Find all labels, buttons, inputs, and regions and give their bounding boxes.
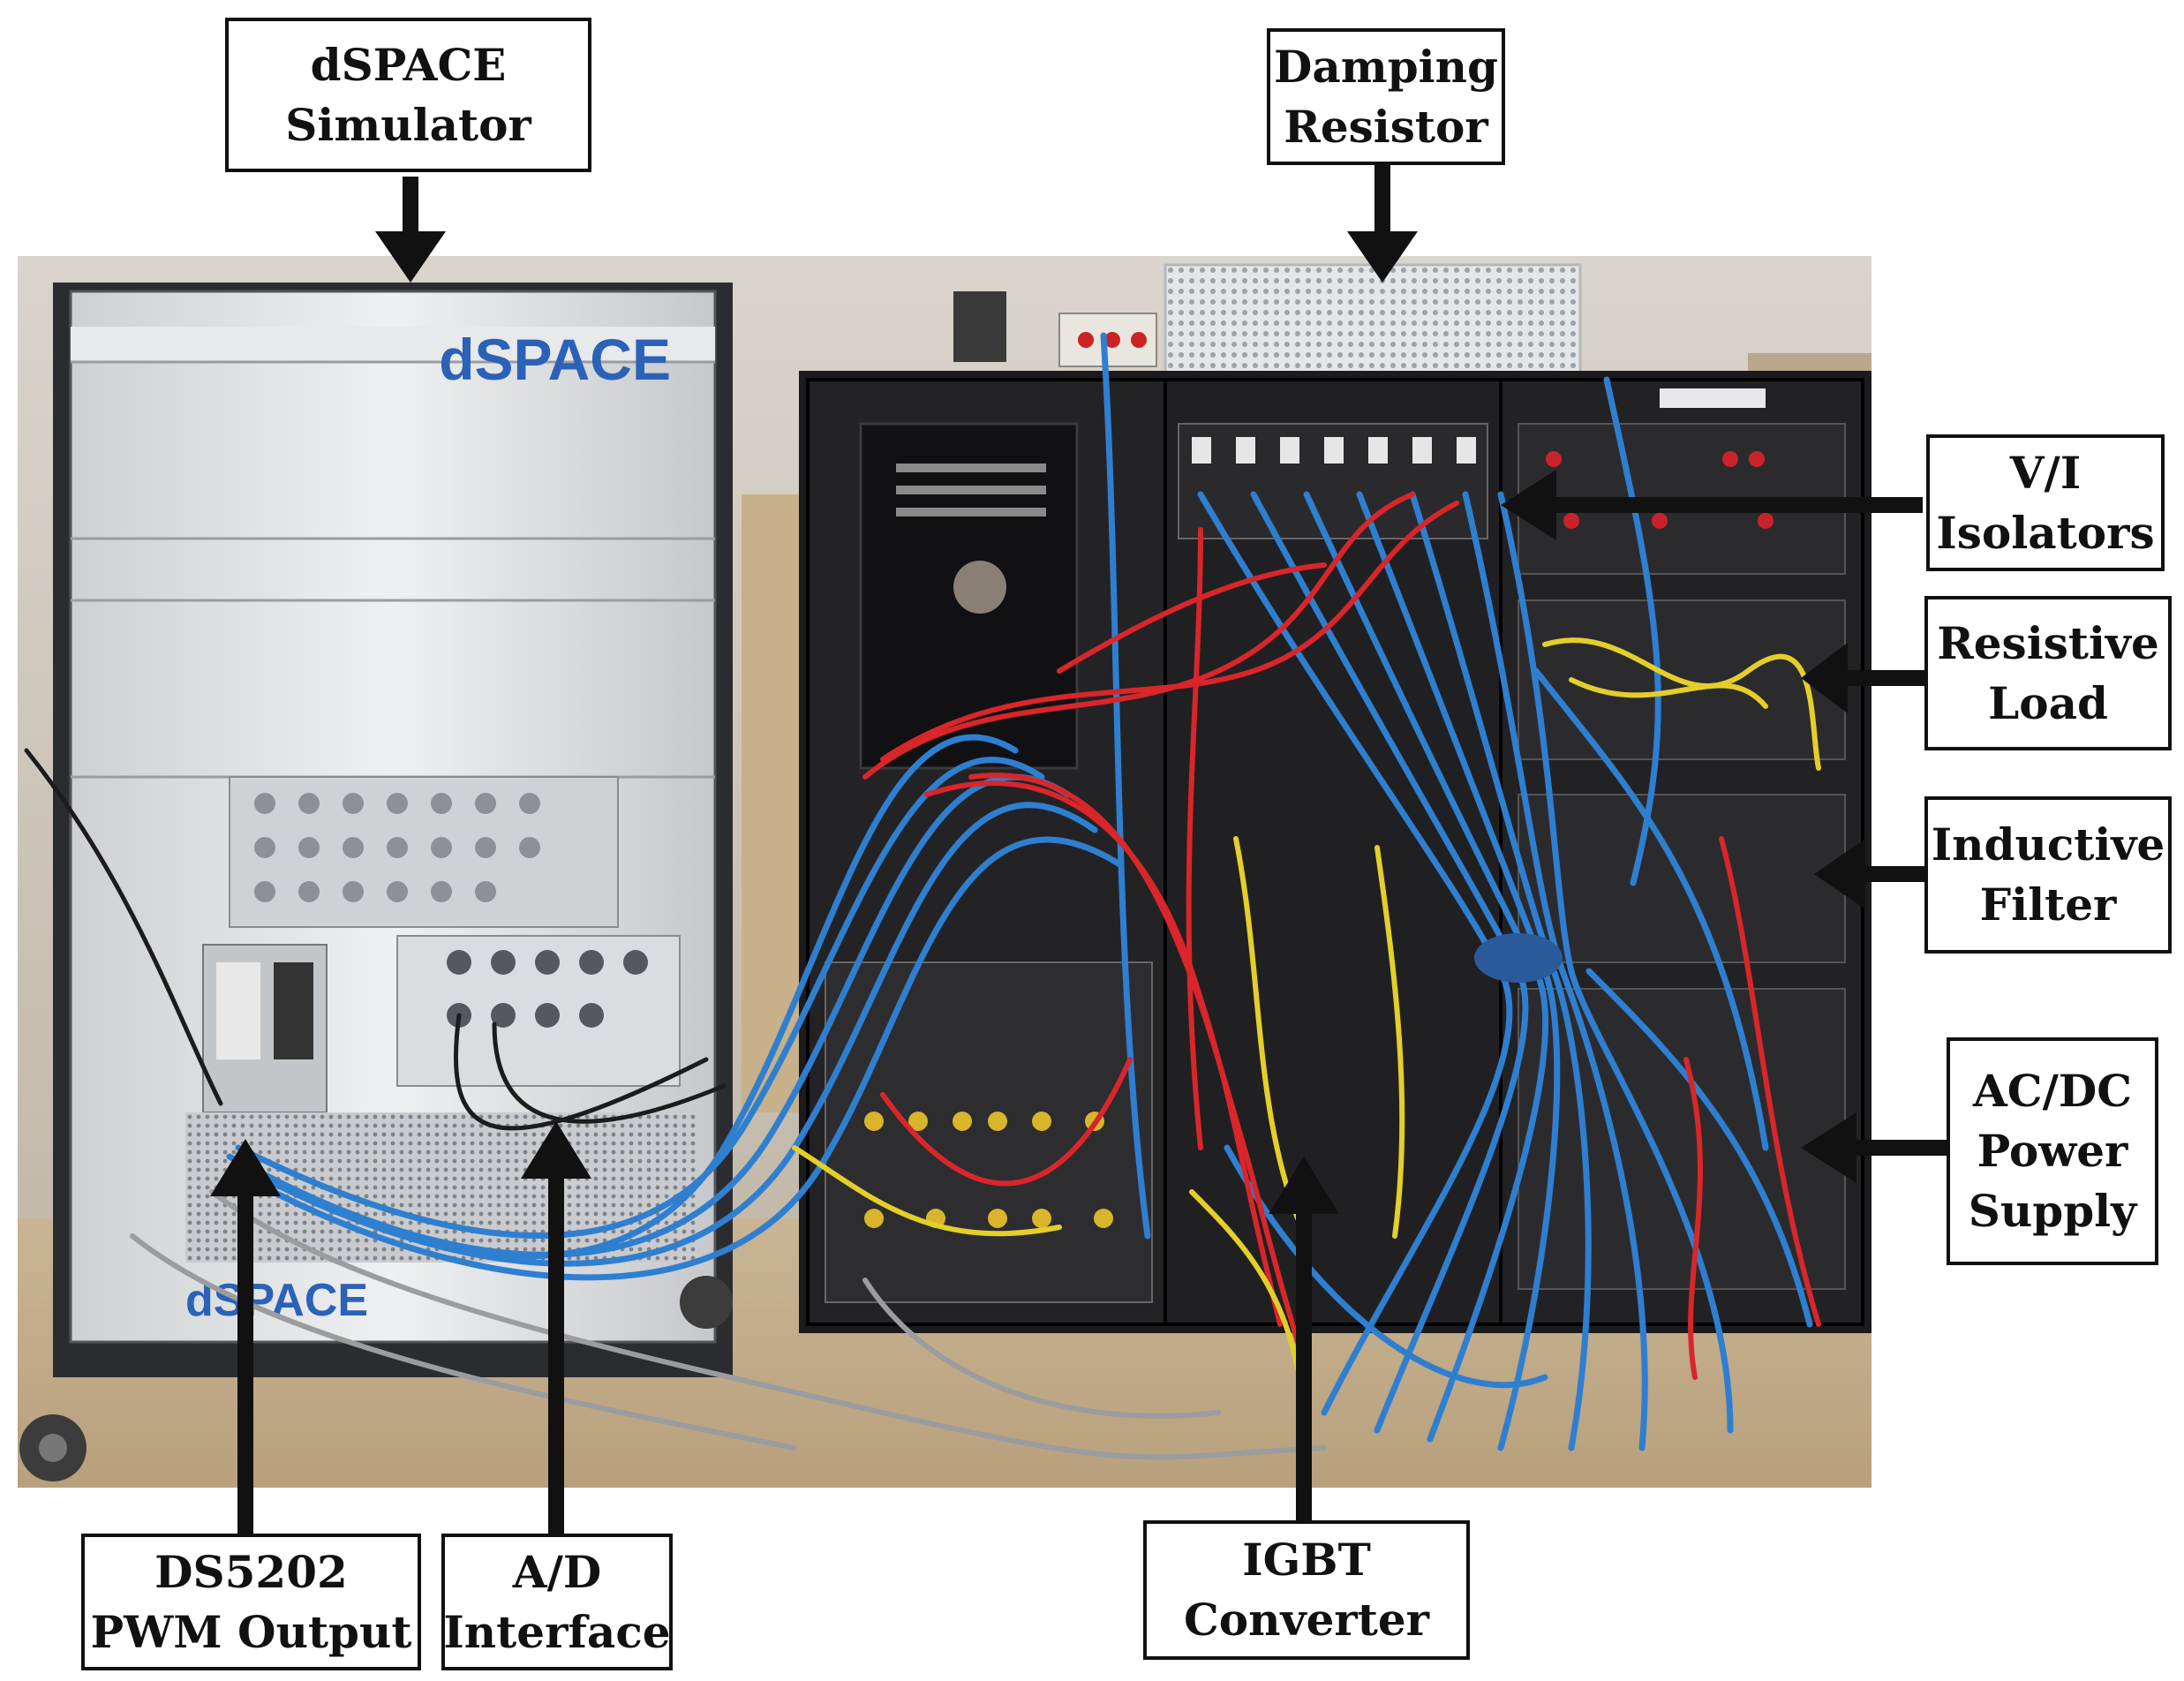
arrow-ad-interface: [521, 1121, 591, 1536]
label-inductive-filter: Inductive Filter: [1924, 796, 2172, 954]
arrow-vi-isolators: [1501, 470, 1923, 540]
arrow-igbt-converter: [1269, 1157, 1339, 1523]
cable-bundle: [24, 332, 1821, 1460]
arrow-inductive-filter: [1814, 839, 1924, 909]
label-acdc-power-supply: AC/DC Power Supply: [1947, 1037, 2158, 1265]
label-dspace-simulator: dSPACE Simulator: [225, 18, 591, 172]
dspace-logo-top: dSPACE: [439, 327, 671, 392]
label-ad-interface: A/D Interface: [441, 1534, 673, 1670]
damping-resistor-photo: [953, 263, 1582, 390]
arrow-acdc-power-supply: [1801, 1112, 1947, 1183]
arrow-resistive-load: [1801, 643, 1924, 713]
label-ds5202-pwm-output: DS5202 PWM Output: [81, 1534, 421, 1670]
label-resistive-load: Resistive Load: [1924, 596, 2172, 750]
arrow-ds5202-pwm-output: [210, 1139, 281, 1536]
equipment-racks: [799, 371, 1871, 1333]
arrow-dspace-simulator: [375, 177, 446, 283]
label-vi-isolators: V/I Isolators: [1926, 434, 2165, 571]
arrow-damping-resistor: [1347, 159, 1418, 283]
label-igbt-converter: IGBT Converter: [1143, 1520, 1470, 1660]
dspace-cabinet-photo: dSPACE dSPACE: [19, 283, 733, 1481]
label-damping-resistor: Damping Resistor: [1267, 28, 1505, 165]
